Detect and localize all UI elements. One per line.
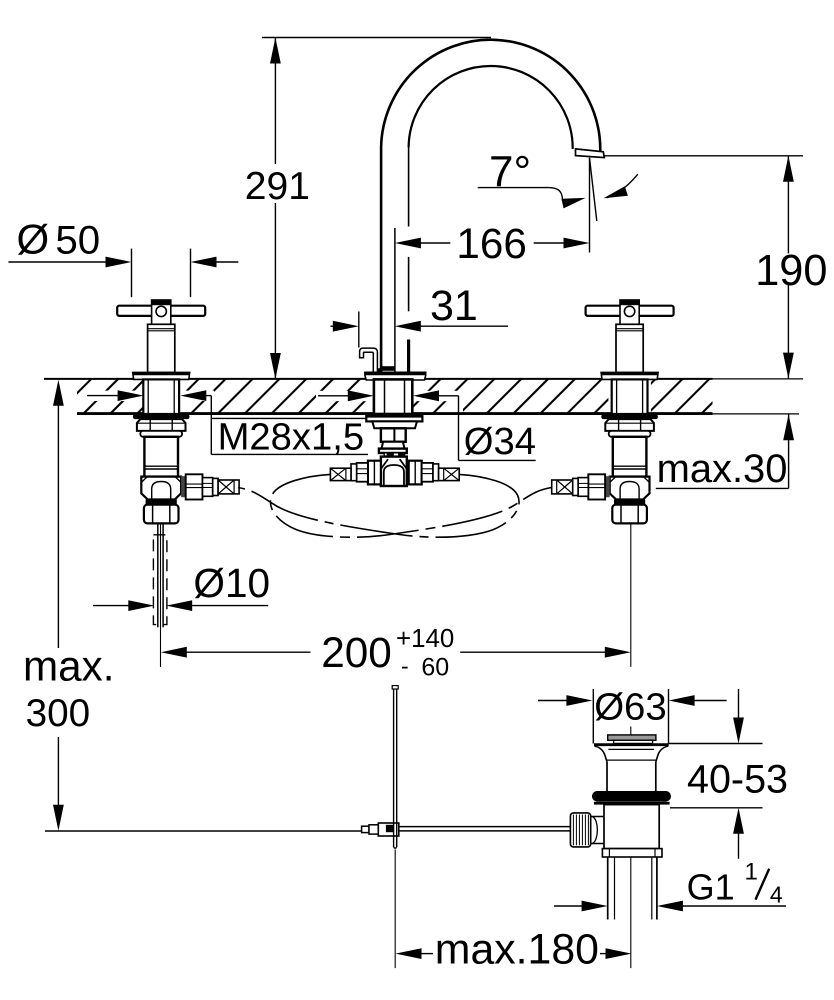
svg-text:300: 300 [26,692,91,735]
svg-text:-: - [401,653,409,679]
svg-text:max.: max. [23,643,114,690]
svg-text:Ø34: Ø34 [464,420,536,463]
svg-text:4: 4 [770,882,783,908]
svg-text:200: 200 [321,629,392,676]
svg-text:40-53: 40-53 [687,758,788,802]
svg-text:Ø63: Ø63 [594,686,667,729]
svg-text:Ø10: Ø10 [193,560,270,606]
svg-text:+140: +140 [396,625,454,653]
svg-text:190: 190 [755,247,827,295]
svg-text:G1: G1 [687,867,735,908]
svg-text:60: 60 [421,654,449,682]
svg-text:31: 31 [430,282,478,330]
svg-text:166: 166 [456,220,526,267]
svg-text:50: 50 [55,218,100,263]
svg-text:7°: 7° [489,148,531,197]
svg-text:M28x1,5: M28x1,5 [218,415,364,458]
svg-text:291: 291 [245,165,310,208]
svg-text:max.30: max.30 [657,447,788,491]
svg-text:max.180: max.180 [435,925,599,973]
svg-text:Ø: Ø [17,216,50,263]
svg-text:1: 1 [745,859,758,886]
